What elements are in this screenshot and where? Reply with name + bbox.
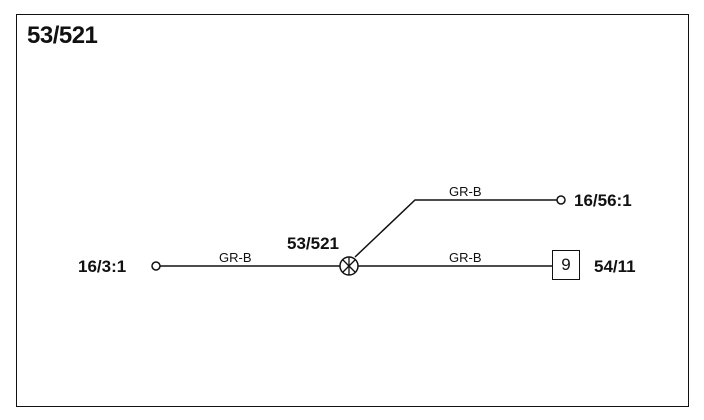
connector-label-left: 16/3:1 bbox=[78, 257, 127, 276]
pin-number-box: 9 bbox=[552, 250, 580, 280]
splice-node-icon bbox=[339, 256, 359, 276]
diagram-title: 53/521 bbox=[27, 22, 98, 49]
wire-color-left: GR-B bbox=[219, 250, 252, 265]
diagram-frame bbox=[16, 14, 689, 407]
wire-upper-right bbox=[354, 199, 557, 258]
wire-color-upper: GR-B bbox=[449, 184, 482, 199]
splice-label: 53/521 bbox=[287, 234, 339, 253]
terminal-upper-right bbox=[556, 195, 566, 205]
terminal-left bbox=[151, 261, 161, 271]
connector-label-lower-right: 54/11 bbox=[594, 257, 636, 276]
connector-label-upper-right: 16/56:1 bbox=[574, 191, 632, 210]
wire-color-lower: GR-B bbox=[449, 250, 482, 265]
